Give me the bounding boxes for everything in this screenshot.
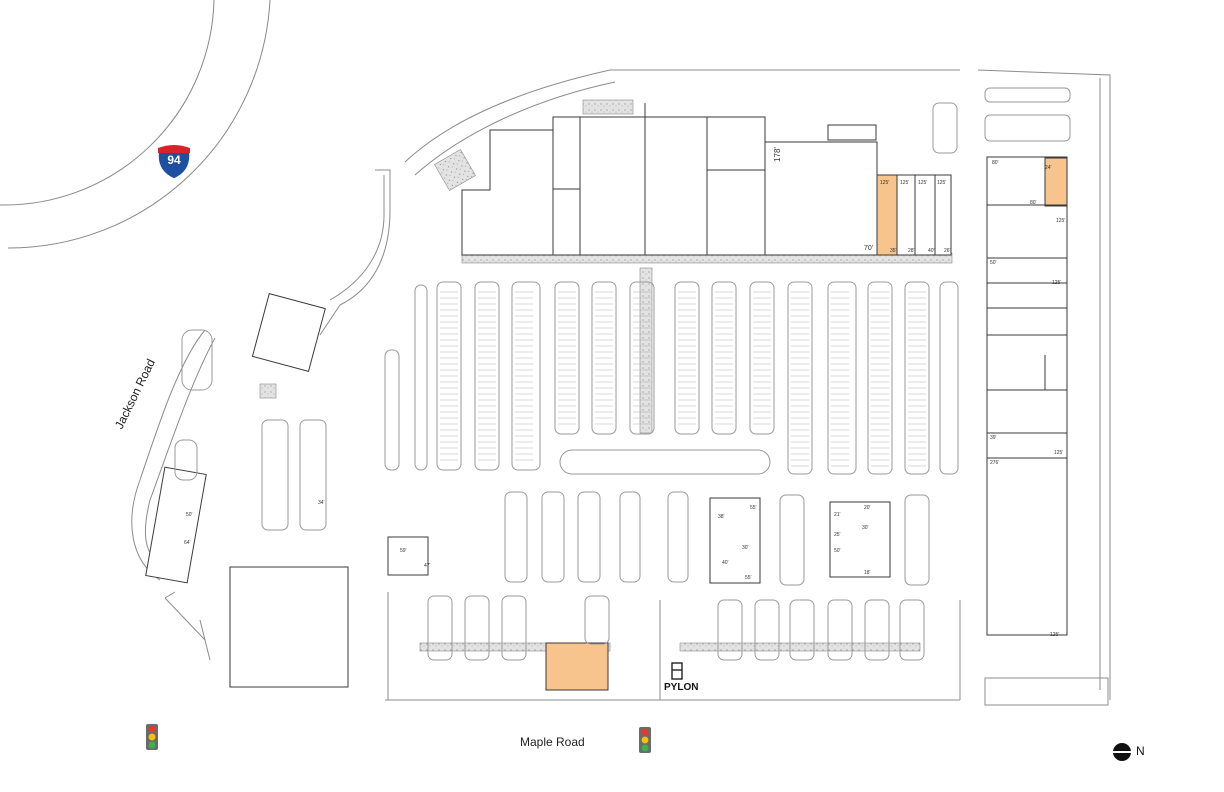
dimension-label: 276' bbox=[990, 460, 1000, 466]
dimension-label: 50' bbox=[990, 260, 997, 266]
dimension-label: 26' bbox=[944, 248, 951, 254]
dimension-label: 24' bbox=[1045, 165, 1052, 171]
dimension-label: 28' bbox=[908, 248, 915, 254]
west-buildings bbox=[145, 292, 891, 688]
dimension-label: 30' bbox=[742, 545, 749, 551]
interstate-shield-icon bbox=[157, 144, 191, 180]
dimension-label: 80' bbox=[1030, 200, 1037, 206]
dimension-label: 178' bbox=[772, 147, 782, 162]
dimension-label: 50' bbox=[186, 512, 193, 518]
landscape-strips bbox=[259, 99, 953, 652]
dimension-label: 64' bbox=[184, 540, 191, 546]
dimension-label: 125' bbox=[900, 180, 910, 186]
north-arrow-icon bbox=[1112, 743, 1132, 761]
dimension-label: 35' bbox=[890, 248, 897, 254]
dimension-label: 80' bbox=[992, 160, 999, 166]
dimension-label: 125' bbox=[937, 180, 947, 186]
dimension-label: 20' bbox=[864, 505, 871, 511]
dimension-label: 25' bbox=[834, 532, 841, 538]
dimension-label: 18' bbox=[864, 570, 871, 576]
east-strip-center bbox=[986, 156, 1068, 636]
dimension-label: 38' bbox=[718, 514, 725, 520]
parking-rows-south bbox=[174, 87, 1071, 661]
highway-number: 94 bbox=[167, 153, 181, 167]
dimension-label: 125' bbox=[1050, 632, 1060, 638]
anchor-buildings bbox=[461, 103, 952, 256]
dimension-label: 125' bbox=[1052, 280, 1062, 286]
dimension-label: 50' bbox=[834, 548, 841, 554]
interstate-94-shield: 94 bbox=[156, 142, 192, 180]
dimension-label: 125' bbox=[918, 180, 928, 186]
dimension-label: 70' bbox=[864, 245, 874, 252]
pylon-sign-icon bbox=[671, 662, 683, 680]
maple-road-label: Maple Road bbox=[520, 735, 585, 749]
parking-rows-north bbox=[384, 281, 959, 475]
dimension-label: 125' bbox=[1054, 450, 1064, 456]
dimension-label: 125' bbox=[1056, 218, 1066, 224]
dimension-label: 40' bbox=[928, 248, 935, 254]
dimension-label: 30' bbox=[862, 525, 869, 531]
dimension-label: 21' bbox=[834, 512, 841, 518]
highway-94 bbox=[0, 0, 271, 249]
dimension-label: 55' bbox=[745, 575, 752, 581]
dimension-label: 34' bbox=[318, 500, 325, 506]
site-boundary bbox=[131, 69, 1111, 706]
parking-stall-lines bbox=[440, 291, 926, 467]
available-outlot bbox=[545, 642, 609, 691]
dimension-label: 55' bbox=[750, 505, 757, 511]
pylon-label: PYLON bbox=[664, 682, 699, 693]
dimension-label: 39' bbox=[990, 435, 997, 441]
traffic-light-icon bbox=[146, 724, 158, 750]
dimension-label: 47' bbox=[424, 563, 431, 569]
dimension-label: 125' bbox=[880, 180, 890, 186]
dimension-label: 59' bbox=[400, 548, 407, 554]
traffic-light-icon bbox=[639, 727, 651, 753]
dimension-label: 40' bbox=[722, 560, 729, 566]
north-label: N bbox=[1136, 744, 1145, 758]
